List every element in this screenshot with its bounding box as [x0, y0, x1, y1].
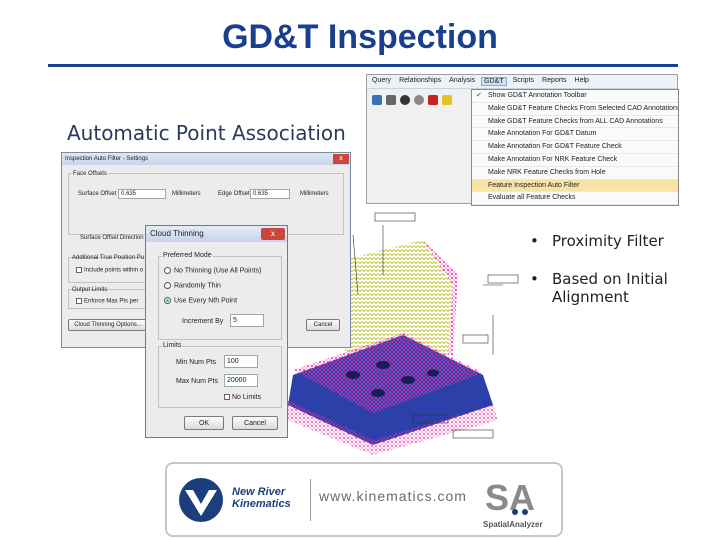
- scan-wall-edge: [423, 240, 458, 355]
- bullet-proximity-filter: •Proximity Filter: [530, 232, 664, 250]
- bullet-initial-alignment: •Based on Initial Alignment: [530, 270, 672, 306]
- radio-every-nth-label: Use Every Nth Point: [174, 297, 238, 305]
- radio-randomly-thin-label: Randomly Thin: [174, 282, 221, 290]
- dropdown-item[interactable]: Make Annotation For NRK Feature Check: [472, 154, 678, 167]
- dropdown-item[interactable]: Make NRK Feature Checks from Hole: [472, 167, 678, 180]
- toolbar-red-icon[interactable]: [428, 95, 438, 105]
- gdt-menu-screenshot: Query Relationships Analysis GD&T Scripts Rep…: [366, 74, 679, 207]
- radio-no-thinning[interactable]: No Thinning (Use All Points): [164, 267, 261, 274]
- slide-title: GD&T Inspection: [222, 18, 498, 56]
- increment-label: Increment By: [182, 318, 224, 325]
- enforce-max-label: Enforce Max Pts per: [84, 298, 139, 305]
- toolbar-target-icon[interactable]: [400, 95, 410, 105]
- increment-input[interactable]: 5: [230, 314, 264, 327]
- menu-analysis[interactable]: Analysis: [449, 77, 476, 84]
- limits-label: Limits: [162, 342, 183, 349]
- cloud-thinning-title: Cloud Thinning: [146, 226, 287, 242]
- part-top-cloud: [293, 333, 483, 413]
- cloud-thinning-cancel-button[interactable]: Cancel: [232, 416, 278, 430]
- title-rule: [48, 64, 678, 67]
- banner-separator: [310, 479, 311, 521]
- spatialanalyzer-logo-icon: SA: [483, 476, 549, 518]
- min-num-pts-input[interactable]: 100: [224, 355, 258, 368]
- toolbar-gear-icon[interactable]: [414, 95, 424, 105]
- cloud-thinning-options-button[interactable]: Cloud Thinning Options...: [68, 319, 148, 331]
- surface-offset-direction: Surface Offset Direction: [80, 235, 144, 241]
- toolbar-yellow-icon[interactable]: [442, 95, 452, 105]
- additional-label: Additional True Position Pu: [72, 255, 145, 261]
- bullet-text: Based on Initial Alignment: [552, 270, 668, 306]
- max-num-pts-label: Max Num Pts: [176, 378, 219, 385]
- nrk-company-name: New River Kinematics: [232, 486, 291, 510]
- menu-reports[interactable]: Reports: [542, 77, 567, 84]
- slide-subtitle: Automatic Point Association: [67, 121, 346, 145]
- dialog-close-button[interactable]: x: [333, 154, 349, 164]
- surface-offset-unit: Millimeters: [172, 191, 201, 197]
- edge-offset-input[interactable]: 0.635: [250, 189, 290, 199]
- menu-scripts[interactable]: Scripts: [512, 77, 535, 84]
- cloud-thinning-dialog: Cloud Thinning x Preferred Mode No Thinn…: [145, 225, 288, 438]
- limits-group: [158, 346, 282, 408]
- bullet-list: •Proximity Filter •Based on Initial Alig…: [530, 232, 672, 326]
- menu-relationships[interactable]: Relationships: [399, 77, 442, 84]
- part-side-cloud: [288, 400, 498, 455]
- cloud-thinning-ok-button[interactable]: OK: [184, 416, 224, 430]
- output-limits-label: Output Limits: [72, 287, 108, 293]
- dialog-title: Inspection Auto Filter - Settings: [62, 153, 350, 165]
- face-offsets-label: Face Offsets: [72, 171, 108, 177]
- menu-bar: Query Relationships Analysis GD&T Scripts Rep…: [367, 75, 677, 89]
- point-cloud-figure: [288, 212, 519, 455]
- menu-query[interactable]: Query: [372, 77, 392, 84]
- logo-banner: New River Kinematics www.kinematics.com …: [165, 462, 563, 537]
- min-num-pts-label: Min Num Pts: [176, 359, 217, 366]
- gdt-annotations: [352, 212, 519, 439]
- dropdown-item[interactable]: Feature Inspection Auto Filter: [472, 179, 678, 193]
- radio-randomly-thin[interactable]: Randomly Thin: [164, 282, 221, 289]
- edge-offset-unit: Millimeters: [300, 191, 329, 197]
- dropdown-item[interactable]: Make Annotation For GD&T Feature Check: [472, 141, 678, 154]
- toolbar-pointer-icon[interactable]: [386, 95, 396, 105]
- cloud-thinning-close-button[interactable]: x: [261, 228, 285, 240]
- include-points-checkbox[interactable]: Include points within o: [76, 267, 143, 274]
- no-limits-label: No Limits: [232, 394, 262, 401]
- nrk-logo-icon: [179, 478, 223, 522]
- radio-every-nth[interactable]: Use Every Nth Point: [164, 297, 237, 304]
- part-holes: [346, 361, 439, 397]
- dropdown-item[interactable]: Make GD&T Feature Checks From Selected C…: [472, 103, 678, 116]
- preferred-mode-label: Preferred Mode: [162, 252, 213, 259]
- dropdown-item[interactable]: Show GD&T Annotation Toolbar: [472, 90, 678, 103]
- menu-gd-t[interactable]: GD&T: [481, 77, 507, 86]
- no-limits-checkbox[interactable]: No Limits: [224, 394, 261, 401]
- bullet-text: Proximity Filter: [552, 232, 664, 250]
- dialog-cancel-button[interactable]: Cancel: [306, 319, 340, 331]
- spatialanalyzer-name: SpatialAnalyzer: [483, 520, 543, 529]
- edge-offset-label: Edge Offset: [218, 191, 250, 197]
- scan-wall: [338, 240, 453, 375]
- include-points-label: Include points within o: [84, 267, 144, 274]
- surface-offset-label: Surface Offset: [78, 191, 117, 197]
- surface-offset-input[interactable]: 0.635: [118, 189, 166, 199]
- max-num-pts-input[interactable]: 20000: [224, 374, 258, 387]
- radio-no-thinning-label: No Thinning (Use All Points): [174, 267, 262, 275]
- preferred-mode-group: [158, 256, 282, 340]
- enforce-max-checkbox[interactable]: Enforce Max Pts per: [76, 298, 138, 305]
- dropdown-item[interactable]: Make Annotation For GD&T Datum: [472, 128, 678, 142]
- toolbar-grid-icon[interactable]: [372, 95, 382, 105]
- kinematics-url[interactable]: www.kinematics.com: [319, 488, 467, 504]
- dropdown-item[interactable]: Make GD&T Feature Checks from ALL CAD An…: [472, 116, 678, 129]
- menu-help[interactable]: Help: [574, 77, 589, 84]
- dropdown-item[interactable]: Evaluate all Feature Checks: [472, 192, 678, 206]
- toolbar: [369, 91, 469, 109]
